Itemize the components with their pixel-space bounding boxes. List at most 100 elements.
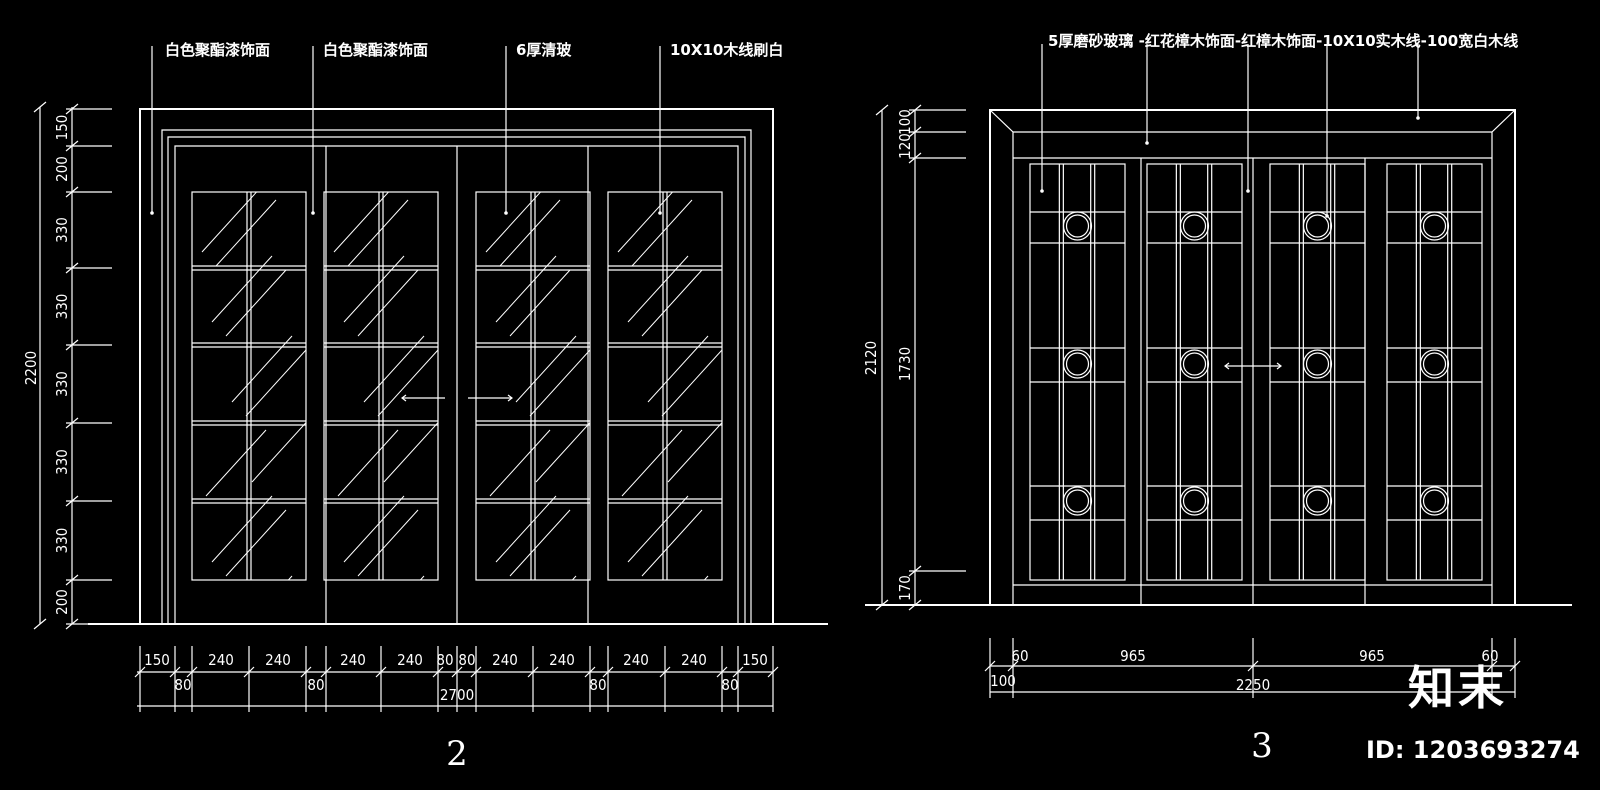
dim-value: 150 [144, 651, 170, 669]
glass-hatch [333, 192, 438, 580]
hatch-line [357, 509, 419, 577]
dim-slash [65, 417, 79, 429]
watermark-id: ID: 1203693274 [1366, 736, 1580, 764]
hatch-line [225, 509, 287, 577]
hatch-line [287, 575, 293, 580]
roundel [1062, 486, 1093, 516]
dim-value: 1730 [896, 347, 914, 381]
view-number: 2 [446, 734, 468, 774]
hatch-line [535, 421, 590, 483]
leader-dot [1325, 214, 1329, 218]
dim-slash [65, 140, 79, 152]
dim-value: 240 [340, 651, 366, 669]
dim-slash [65, 574, 79, 586]
dim-value-small: 80 [307, 676, 324, 694]
roundel [1302, 486, 1333, 516]
miter-line [989, 109, 1014, 133]
dim-slash [659, 666, 671, 678]
glass-hatch [485, 192, 590, 580]
material-labels: 5厚磨砂玻璃 -红花樟木饰面-红樟木饰面-10X10实木线-100宽白木线 [1040, 32, 1518, 218]
outer-frame [989, 109, 1516, 605]
dim-slash [65, 618, 79, 630]
dim-value: 965 [1359, 647, 1385, 665]
lattice-frame [1146, 163, 1243, 581]
dim-slash [320, 666, 332, 678]
roundel [1179, 211, 1210, 241]
hatch-line [509, 509, 571, 577]
dim-value: 240 [681, 651, 707, 669]
hatch-line [205, 429, 267, 497]
leader-dot [1040, 189, 1044, 193]
hatch-line [215, 199, 277, 267]
dim-value: 240 [623, 651, 649, 669]
overall-height: 2120 [862, 341, 880, 375]
trim-1 [161, 129, 752, 624]
dim-slash [451, 666, 463, 678]
dim-slash [134, 666, 146, 678]
dim-slash [908, 599, 922, 611]
dim-value: 240 [208, 651, 234, 669]
hatch-line [647, 335, 709, 403]
leader-dot [1246, 189, 1250, 193]
leader-dot [1145, 141, 1149, 145]
dim-ticks [33, 101, 112, 630]
dim-value: 240 [397, 651, 423, 669]
dim-slash [432, 666, 444, 678]
view-number: 3 [1251, 726, 1273, 766]
hatch-line [383, 421, 438, 483]
dim-slash [375, 666, 387, 678]
leader-dot [311, 211, 315, 215]
roundel-inner [1065, 214, 1090, 238]
hatch-line [245, 349, 306, 417]
roundel [1062, 211, 1093, 241]
roundel-inner [1305, 352, 1330, 376]
sliding-arrows [1224, 362, 1282, 370]
roundel-inner [1182, 352, 1207, 376]
lattice-frame [1269, 163, 1366, 581]
hatch-line [377, 349, 438, 417]
material-label: 10X10木线刷白 [670, 41, 783, 59]
dim-slash [65, 186, 79, 198]
glass-pane [607, 191, 723, 581]
sliding-arrows [401, 394, 513, 402]
dim-slash [584, 666, 596, 678]
hatch-line [529, 349, 590, 417]
dim-value: 120 [896, 133, 914, 159]
dim-value: 80 [458, 651, 475, 669]
material-label: 白色聚酯漆饰面 [165, 41, 270, 59]
lattice-panels [1029, 163, 1483, 581]
dim-slash [767, 666, 779, 678]
trim-1 [1012, 131, 1493, 605]
lattice-frame [1386, 163, 1483, 581]
leader-dot [1416, 116, 1420, 120]
roundel-inner [1422, 214, 1447, 238]
dim-slash [300, 666, 312, 678]
hatch-line [509, 269, 571, 337]
dim-value: 330 [53, 371, 71, 397]
trim-2 [167, 136, 746, 624]
dim-value: 240 [549, 651, 575, 669]
hatch-line [211, 255, 273, 323]
dim-ticks [984, 638, 1521, 698]
leader-dot [150, 211, 154, 215]
dim-slash [908, 565, 922, 577]
dim-value: 200 [53, 156, 71, 182]
dim-slash [984, 660, 996, 672]
hatch-line [419, 575, 425, 580]
dim-value: 200 [53, 589, 71, 615]
dim-slash [65, 495, 79, 507]
dim-slash [470, 666, 482, 678]
dim-value: 80 [436, 651, 453, 669]
dim-slash [602, 666, 614, 678]
roundel-inner [1182, 489, 1207, 513]
dim-value: 330 [53, 449, 71, 475]
dim-ticks [134, 646, 779, 712]
hatch-line [667, 421, 722, 483]
material-label: 白色聚酯漆饰面 [323, 41, 428, 59]
overall-width: 2700 [440, 686, 474, 704]
